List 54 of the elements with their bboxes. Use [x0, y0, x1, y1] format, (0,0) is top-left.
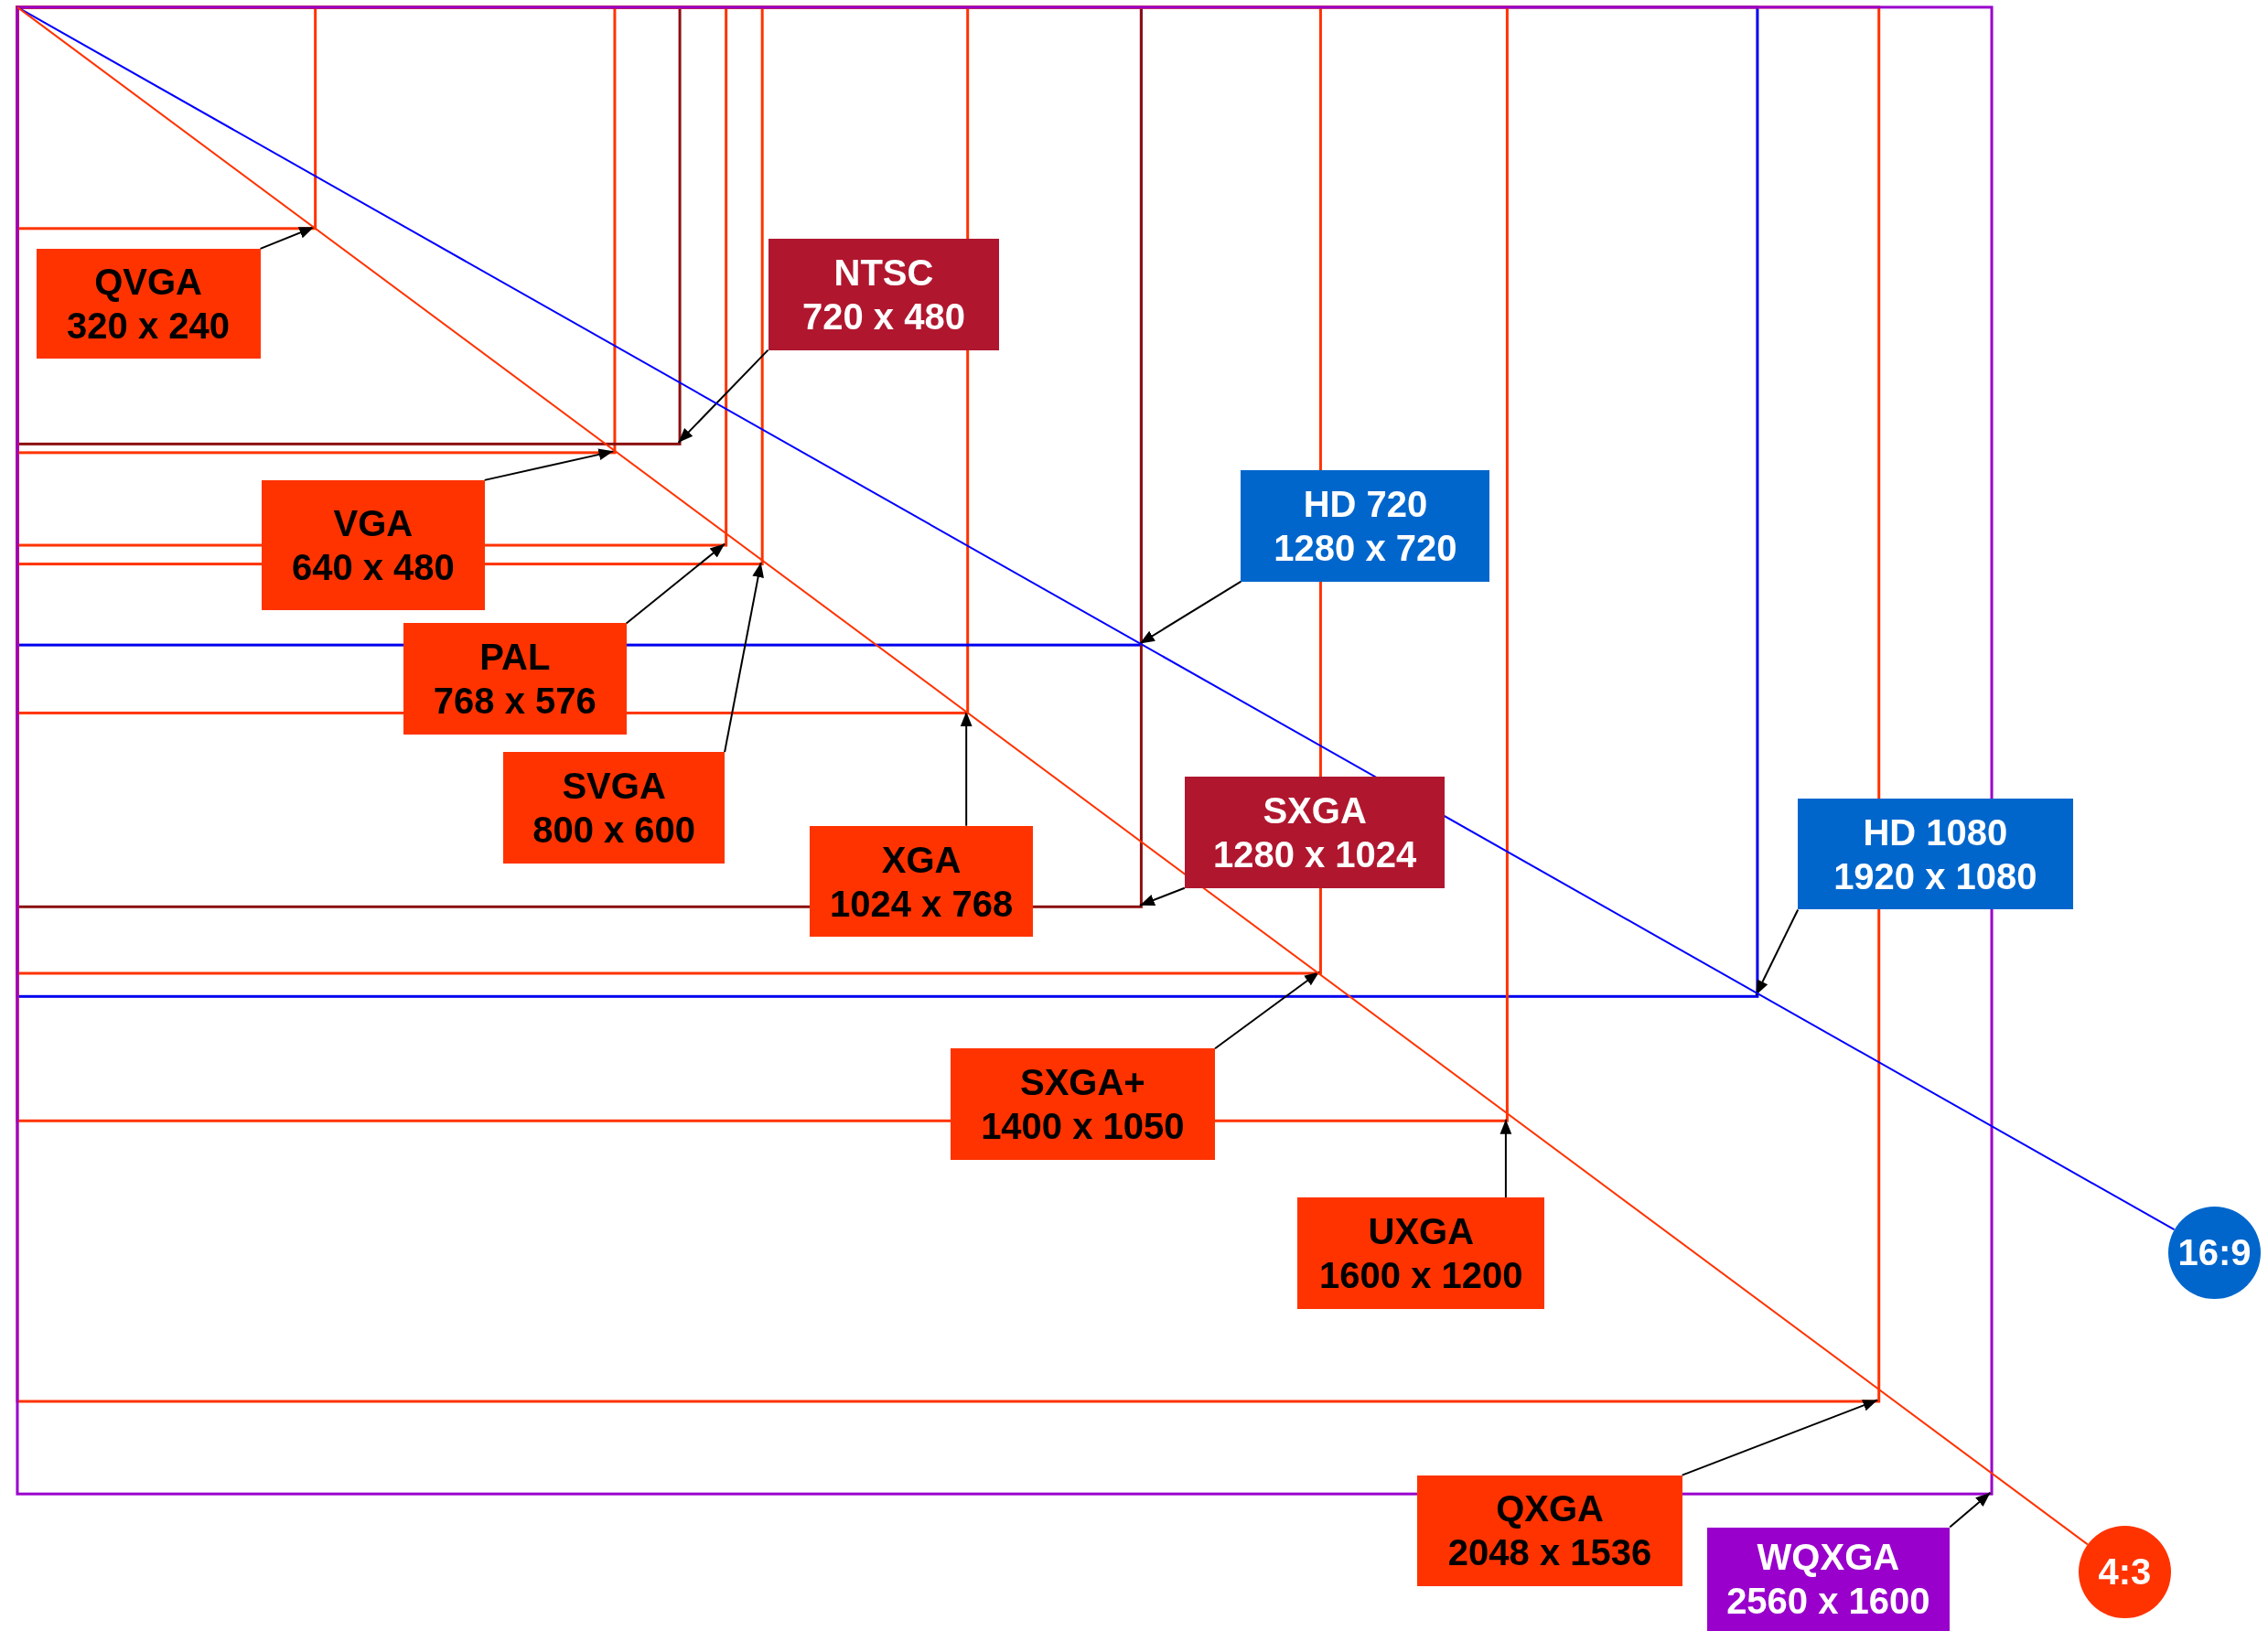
resolution-label	[503, 752, 726, 864]
format-name: PAL	[479, 636, 551, 680]
resolution-value: 320 x 240	[67, 305, 230, 348]
format-name: NTSC	[833, 251, 934, 295]
resolution-value: 2048 x 1536	[1447, 1531, 1652, 1575]
resolution-label	[950, 1048, 1215, 1160]
format-name: XGA	[881, 838, 962, 882]
resolution-value: 800 x 600	[532, 808, 696, 852]
ratio-circle: 4:3	[2078, 1525, 2172, 1619]
resolution-label	[1706, 1527, 1951, 1631]
resolution-value: 768 x 576	[433, 680, 597, 724]
format-name: SVGA	[562, 764, 666, 808]
resolution-value: 640 x 480	[291, 546, 455, 589]
format-name: QVGA	[94, 261, 202, 304]
resolution-label	[810, 825, 1033, 938]
leader-arrow	[625, 542, 726, 625]
format-name: SXGA	[1263, 789, 1367, 832]
leader-arrow	[1214, 971, 1320, 1050]
resolution-label	[1297, 1197, 1545, 1309]
leader-arrow	[1681, 1399, 1879, 1476]
leader-arrow	[960, 710, 973, 827]
format-name: UXGA	[1368, 1209, 1475, 1253]
leader-arrow	[1499, 1118, 1512, 1199]
format-name: HD 1080	[1863, 810, 2008, 854]
resolution-label	[768, 238, 1000, 350]
resolution-value: 1400 x 1050	[981, 1105, 1185, 1149]
leader-arrow	[259, 226, 316, 250]
leader-arrow	[1138, 580, 1242, 645]
leader-arrow	[1949, 1491, 1992, 1529]
leader-arrow	[483, 448, 615, 481]
leader-arrow	[1755, 908, 1800, 996]
format-name: QXGA	[1496, 1487, 1604, 1531]
format-name: VGA	[333, 502, 414, 545]
resolution-label	[36, 248, 261, 359]
resolution-value: 1280 x 1024	[1212, 832, 1417, 876]
format-name: WQXGA	[1757, 1536, 1900, 1580]
format-name: HD 720	[1303, 482, 1428, 526]
resolution-label	[1417, 1475, 1682, 1587]
ratio-circle: 16:9	[2167, 1206, 2262, 1299]
resolution-label	[1184, 777, 1446, 888]
leader-arrow	[677, 349, 769, 444]
resolution-value: 1024 x 768	[829, 882, 1014, 926]
resolution-value: 1600 x 1200	[1319, 1253, 1523, 1297]
resolution-label	[1798, 798, 2073, 910]
resolution-value: 720 x 480	[802, 295, 965, 338]
resolution-label	[1241, 469, 1490, 582]
resolution-label	[262, 479, 485, 611]
resolution-value: 1280 x 720	[1274, 526, 1457, 570]
leader-arrow	[724, 562, 764, 754]
resolution-value: 2560 x 1600	[1726, 1580, 1930, 1624]
resolution-label	[403, 623, 627, 735]
resolution-value: 1920 x 1080	[1833, 854, 2037, 898]
format-name: SXGA+	[1020, 1061, 1145, 1105]
leader-arrow	[1138, 886, 1186, 907]
